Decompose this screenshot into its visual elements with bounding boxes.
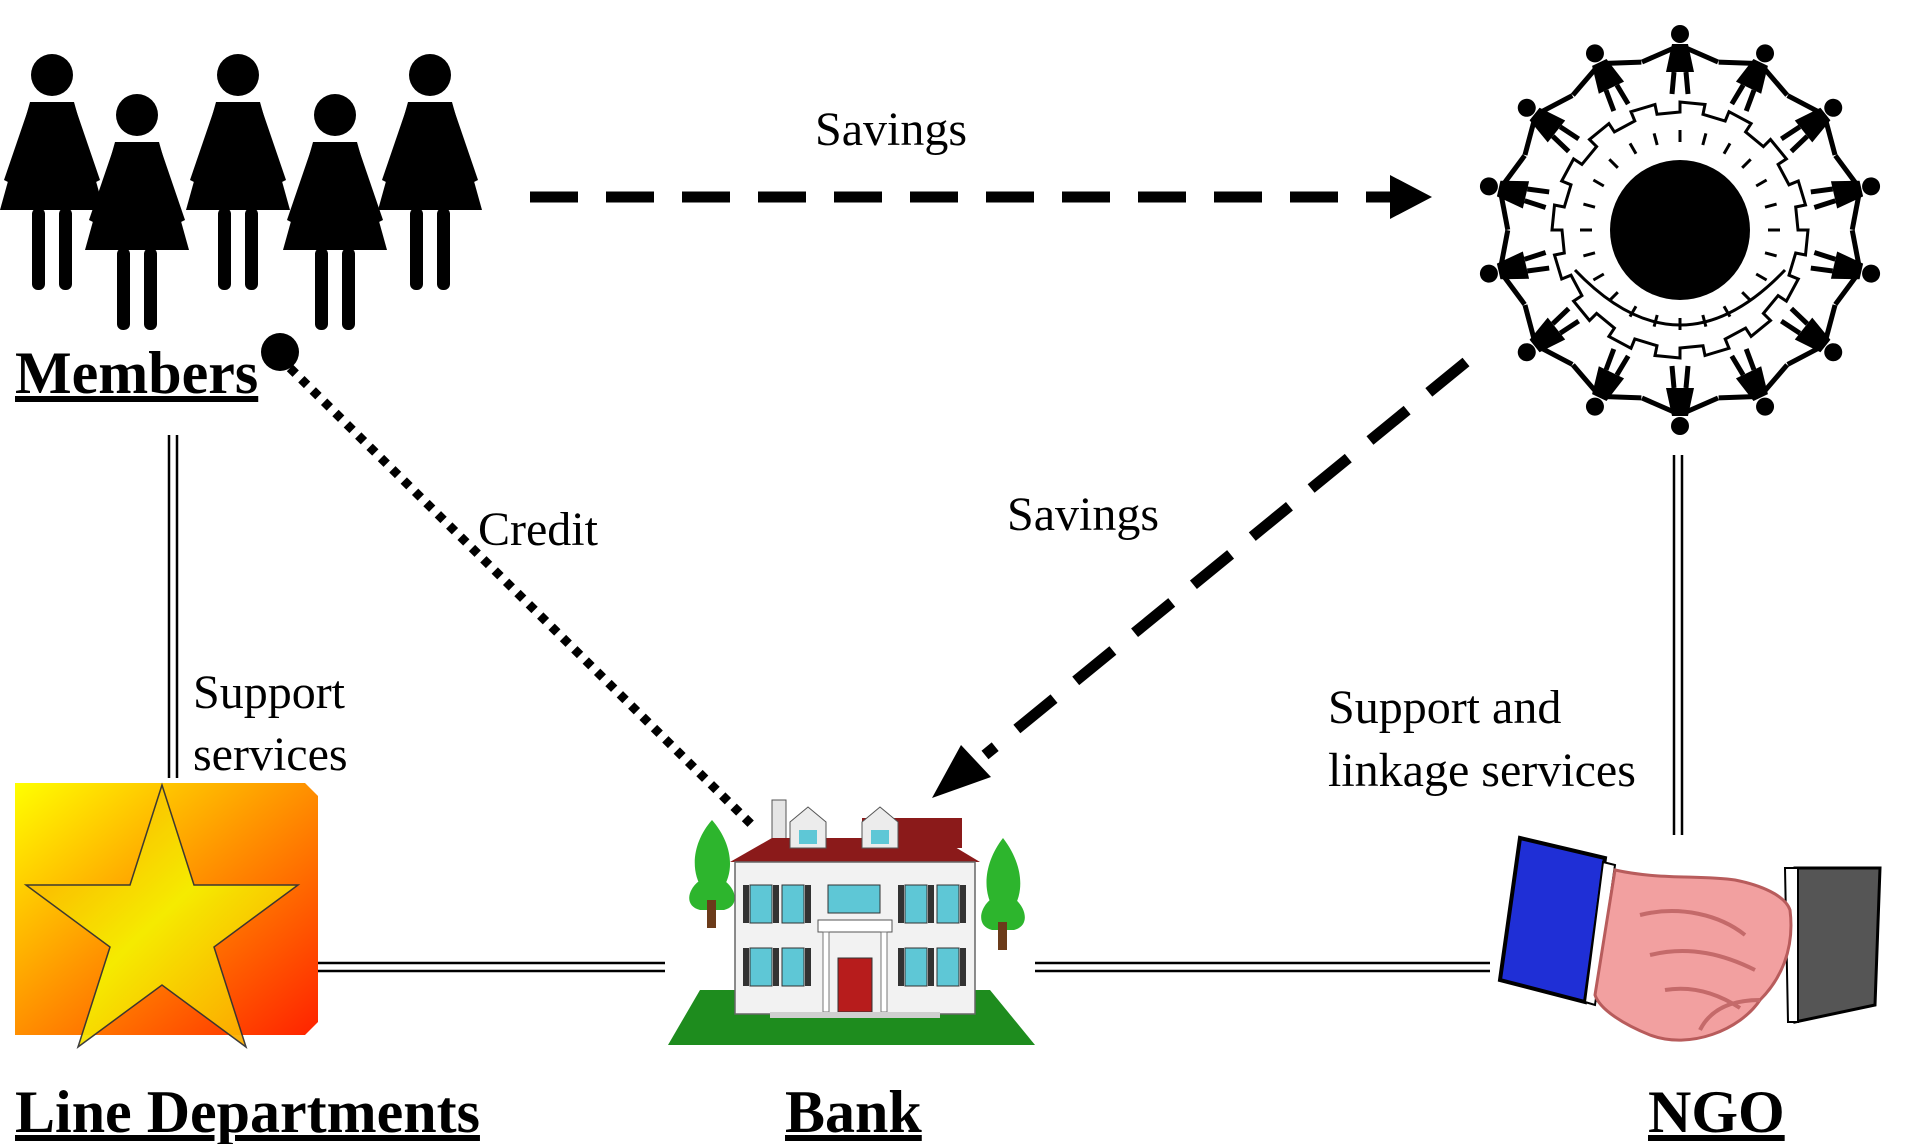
handshake-icon xyxy=(1497,835,1882,1042)
edge-shg-to-bank xyxy=(932,357,1470,798)
ngo-node: NGO xyxy=(1497,835,1882,1144)
line-departments-node: Line Departments xyxy=(15,782,480,1144)
edge-line-dept-bank xyxy=(275,961,665,973)
dot-endpoint-icon xyxy=(261,333,299,371)
edge-bank-to-members xyxy=(261,333,759,832)
bank-building-icon xyxy=(668,799,1035,1045)
shg-node xyxy=(1479,25,1881,435)
edge-label-linkage-services-2: linkage services xyxy=(1328,744,1636,797)
bank-label: Bank xyxy=(785,1079,922,1144)
bank-node: Bank xyxy=(668,799,1035,1144)
edge-label-credit: Credit xyxy=(478,503,599,556)
edge-label-support-services-1: Support xyxy=(193,666,346,719)
edge-bank-ngo xyxy=(1035,961,1490,973)
edge-label-support-services-2: services xyxy=(193,728,348,781)
people-circle-icon xyxy=(1479,25,1881,435)
dashed-arrow-line xyxy=(981,357,1470,760)
star-icon xyxy=(15,782,318,1049)
edge-members-line-departments xyxy=(167,435,179,778)
members-label: Members xyxy=(15,340,258,406)
line-departments-label: Line Departments xyxy=(15,1079,480,1144)
dotted-line xyxy=(286,364,759,832)
women-group-icon xyxy=(0,54,482,330)
ngo-label: NGO xyxy=(1648,1079,1785,1144)
arrow-head-icon xyxy=(1390,175,1432,219)
edge-label-savings-diagonal: Savings xyxy=(1007,488,1159,541)
edge-shg-ngo xyxy=(1672,455,1684,835)
arrow-head-icon xyxy=(932,745,991,798)
members-node: Members xyxy=(0,54,482,406)
edge-label-linkage-services-1: Support and xyxy=(1328,681,1561,734)
edge-members-to-shg xyxy=(530,175,1432,219)
edge-label-savings-top: Savings xyxy=(815,103,967,156)
